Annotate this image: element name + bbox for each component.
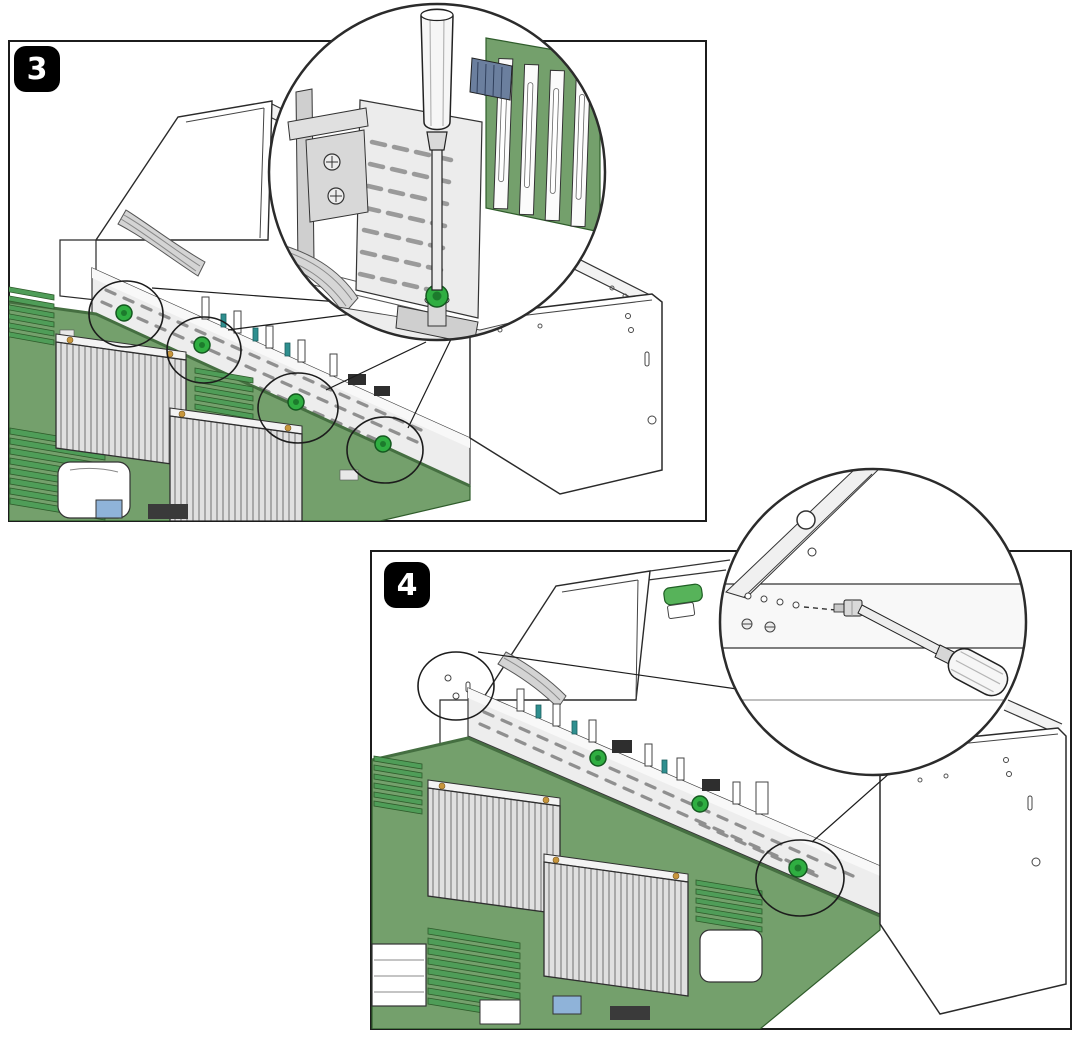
callout-circle-1 (417, 651, 495, 721)
heatsink-screw (178, 410, 186, 418)
screwdriver-diagonal (857, 604, 1009, 697)
midwall-screw-centers (595, 755, 802, 872)
dimm-bank-upper-left (373, 755, 423, 815)
callouts-step-4 (417, 651, 901, 917)
callout-circle-1 (88, 280, 164, 348)
midwall-brackets (201, 296, 390, 396)
step-3-badge: 3 (14, 46, 60, 92)
air-duct-bracket (57, 461, 188, 519)
screwdriver-ferrule (426, 131, 448, 151)
air-duct-bracket (699, 929, 763, 983)
top-cover-corner (725, 469, 882, 599)
riser-connector (469, 57, 513, 101)
blue-connector (95, 499, 123, 519)
screwdriver-handle (420, 8, 454, 131)
magnifier-4-ring (718, 467, 1028, 777)
midwall-screw-centers (121, 310, 386, 447)
connector-block (348, 374, 366, 385)
magnifier-4-content (720, 469, 1026, 701)
heatsink-screw (552, 856, 560, 864)
step-4-badge: 4 (384, 562, 430, 608)
side-screw (833, 599, 863, 617)
cover-hole (796, 510, 816, 530)
leader-line (151, 287, 341, 303)
ribbon-cable (117, 209, 206, 277)
screwdriver-handle (947, 648, 1009, 697)
cover-hole-small (807, 547, 817, 557)
leader-line (811, 763, 901, 843)
blue-connector (552, 995, 582, 1015)
connector-block (612, 740, 632, 753)
magnifier-step-3 (267, 2, 607, 342)
callout-circle-2 (755, 839, 845, 917)
heatsink-screw (438, 782, 446, 790)
heatsink-screw (542, 796, 550, 804)
wall-rivets (744, 592, 800, 609)
screwdriver-vertical (420, 8, 454, 291)
screwdriver-shaft (431, 147, 443, 291)
step-4-illustration (371, 559, 1067, 1029)
magnified-green-screw-center (432, 291, 442, 301)
magnifier-3-content (269, 8, 605, 340)
small-bracket (479, 999, 521, 1025)
riser-latch (663, 583, 703, 619)
dark-connector (148, 504, 188, 519)
callout-circle-3 (257, 372, 339, 444)
wall-screws (741, 618, 776, 633)
heatsink-b (543, 853, 689, 997)
midwall-brackets (516, 688, 769, 815)
connector-tabs (535, 704, 668, 774)
bracket-top (287, 107, 369, 141)
connector-block (374, 386, 390, 396)
perforation-slots (357, 139, 454, 295)
psu-cage (371, 943, 427, 1007)
callout-circle-2 (166, 316, 242, 384)
step-3-badge-label: 3 (26, 51, 48, 87)
rear-shelf (59, 100, 273, 301)
heatsink-screw (672, 872, 680, 880)
step-4-badge-label: 4 (396, 567, 418, 603)
connector-block (702, 779, 720, 791)
magnifier-step-4 (718, 467, 1028, 777)
callouts-step-3 (88, 280, 471, 484)
heatsink-a (427, 779, 561, 915)
bracket-screw-plate (305, 129, 369, 223)
leader-line (477, 651, 745, 691)
callout-circle-4 (346, 416, 424, 484)
heatsink-screw (284, 424, 292, 432)
heatsink-b (169, 407, 303, 521)
bottom-components (371, 929, 763, 1025)
magnifier-3-ring (267, 2, 607, 342)
dark-connector (610, 1006, 650, 1020)
leader-line (227, 313, 353, 331)
heatsink-screw (66, 336, 74, 344)
dimm-bank-upper-left (9, 286, 55, 346)
leader-line (325, 341, 427, 391)
